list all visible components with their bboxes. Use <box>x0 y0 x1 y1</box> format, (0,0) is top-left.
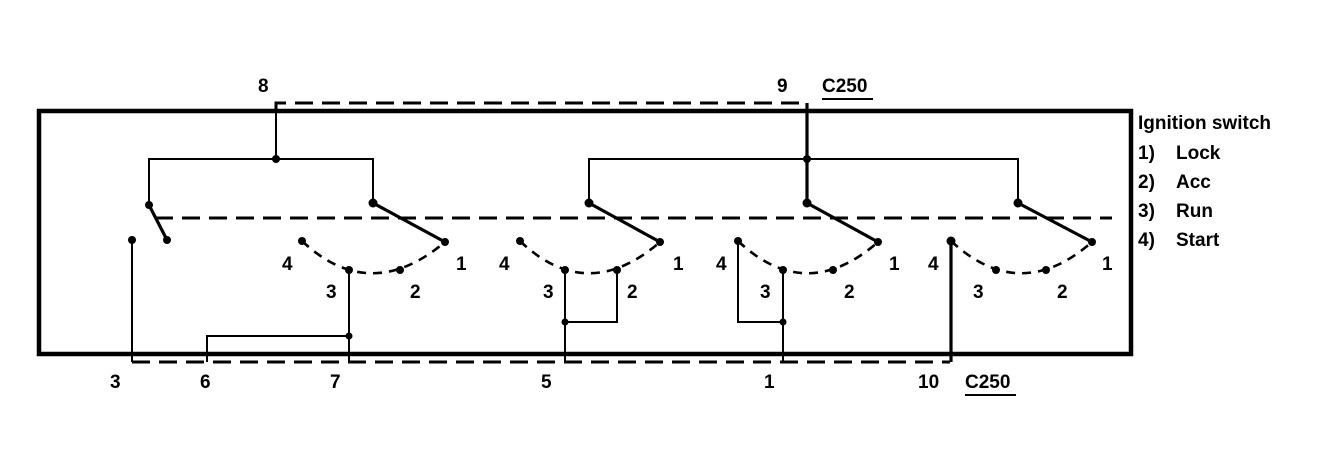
legend-item-num: 2) <box>1138 172 1155 193</box>
position-label-1: 1 <box>1102 254 1113 275</box>
legend-item-label: Lock <box>1176 143 1221 164</box>
contact-dot <box>1088 238 1096 246</box>
position-label-4: 4 <box>716 254 727 275</box>
contact-dot <box>656 238 664 246</box>
pin-label-3: 3 <box>110 372 121 393</box>
junction-dot <box>561 318 569 326</box>
position-label-4: 4 <box>499 254 510 275</box>
position-label-3: 3 <box>326 282 337 303</box>
contact-dot <box>802 198 812 208</box>
position-label-3: 3 <box>760 282 771 303</box>
position-arc <box>950 240 1093 275</box>
legend-item-label: Start <box>1176 230 1220 251</box>
acc-run-jumper <box>565 270 618 323</box>
position-label-4: 4 <box>928 254 939 275</box>
legend-item-num: 3) <box>1138 201 1155 222</box>
pin-label-10: 10 <box>918 372 939 393</box>
pin-label-5: 5 <box>541 372 552 393</box>
contact-dot <box>992 266 1000 274</box>
junction-dot <box>803 155 811 163</box>
junction-dot <box>272 155 280 163</box>
start-run-jumper <box>737 241 783 323</box>
position-label-4: 4 <box>282 254 293 275</box>
position-arc <box>737 240 879 275</box>
legend-title: Ignition switch <box>1138 113 1271 134</box>
switch-housing <box>36 108 1134 357</box>
position-arc <box>301 240 446 275</box>
switch-blade <box>588 201 661 244</box>
legend-item-num: 4) <box>1138 230 1155 251</box>
position-label-3: 3 <box>543 282 554 303</box>
contact-dot <box>396 266 404 274</box>
pin6-wire <box>206 335 349 362</box>
legend-item-label: Run <box>1176 201 1213 222</box>
position-arc <box>519 240 661 275</box>
connector-label-top: C250 <box>822 76 867 97</box>
contact-dot <box>829 266 837 274</box>
position-label-3: 3 <box>973 282 984 303</box>
position-label-1: 1 <box>889 254 900 275</box>
contact-dot <box>163 236 171 244</box>
pin-label-7: 7 <box>330 372 341 393</box>
position-label-2: 2 <box>410 282 421 303</box>
pin-label-9: 9 <box>777 76 788 97</box>
contact-dot <box>874 238 882 246</box>
section3-bus-wire <box>588 158 1019 203</box>
position-label-2: 2 <box>844 282 855 303</box>
contact-dot <box>441 238 449 246</box>
legend-item-num: 1) <box>1138 143 1155 164</box>
position-label-1: 1 <box>673 254 684 275</box>
legend-item-label: Acc <box>1176 172 1211 193</box>
position-label-2: 2 <box>1057 282 1068 303</box>
pin-label-1: 1 <box>764 372 775 393</box>
position-label-1: 1 <box>456 254 467 275</box>
connector-label-bottom: C250 <box>965 372 1010 393</box>
contact-dot <box>584 198 594 208</box>
switch-blade <box>1017 201 1093 244</box>
switch-blade <box>372 201 446 244</box>
junction-dot <box>779 318 787 326</box>
contact-dot <box>1013 198 1023 208</box>
position-label-2: 2 <box>627 282 638 303</box>
contact-dot <box>1042 266 1050 274</box>
contact-dot <box>128 236 136 244</box>
contact-dot <box>516 237 524 245</box>
contact-dot <box>145 201 153 209</box>
contact-dot <box>368 198 378 208</box>
section1-bus-wire <box>148 158 374 203</box>
pin-label-8: 8 <box>258 76 269 97</box>
legend: Ignition switch 1) Lock 2) Acc 3) Run 4)… <box>1138 113 1271 251</box>
switch-blade <box>806 201 879 244</box>
pin-label-6: 6 <box>200 372 211 393</box>
switch-blade <box>147 204 169 241</box>
contact-dot <box>298 237 306 245</box>
